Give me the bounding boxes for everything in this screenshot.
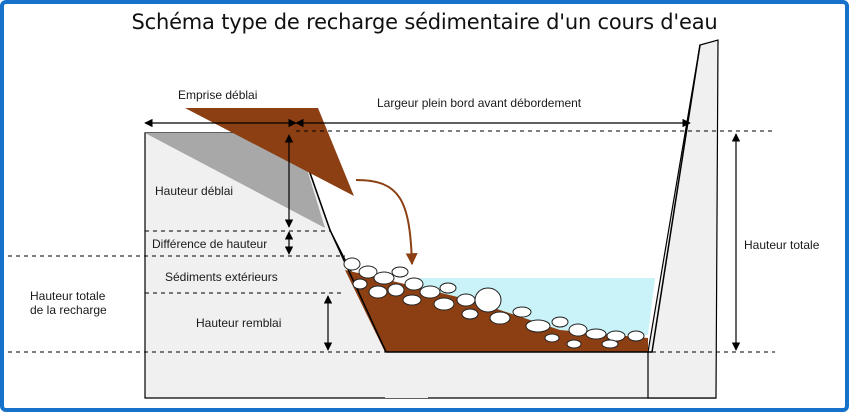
diagram-title: Schéma type de recharge sédimentaire d'u… bbox=[131, 10, 718, 34]
label-hauteur-totale-recharge-line1: Hauteur totale bbox=[30, 289, 106, 303]
excavated-material bbox=[185, 108, 354, 196]
channel-floor-body bbox=[385, 352, 652, 398]
stones bbox=[343, 257, 645, 349]
label-hauteur-totale: Hauteur totale bbox=[744, 238, 820, 252]
label-sediments-exterieurs: Sédiments extérieurs bbox=[165, 270, 278, 284]
channel-outline bbox=[295, 44, 701, 353]
transfer-arrow bbox=[355, 179, 418, 266]
label-largeur: Largeur plein bord avant débordement bbox=[377, 96, 582, 110]
dimension-arrows bbox=[144, 118, 741, 351]
label-hauteur-totale-recharge-line2: de la recharge bbox=[30, 303, 107, 317]
reference-lines bbox=[8, 130, 775, 353]
label-hauteur-deblai: Hauteur déblai bbox=[155, 184, 233, 198]
label-difference-hauteur: Différence de hauteur bbox=[152, 237, 267, 251]
right-bank bbox=[647, 39, 719, 399]
label-hauteur-remblai: Hauteur remblai bbox=[196, 316, 281, 330]
label-emprise-deblai: Emprise déblai bbox=[178, 88, 257, 102]
